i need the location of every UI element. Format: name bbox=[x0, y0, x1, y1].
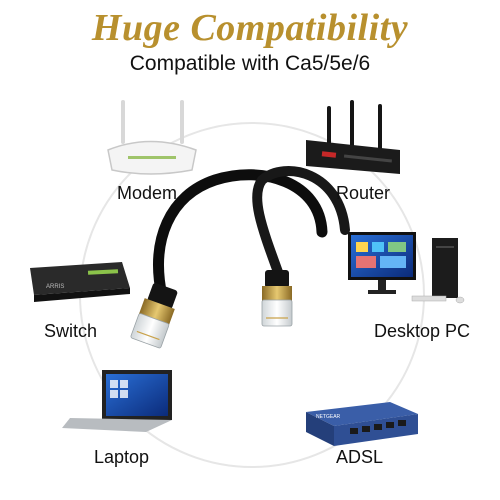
switch-icon: ARRIS bbox=[30, 262, 130, 302]
label-modem: Modem bbox=[117, 183, 178, 203]
label-laptop: Laptop bbox=[94, 447, 150, 467]
router-icon bbox=[306, 100, 400, 174]
rj45-connector-left bbox=[130, 283, 178, 349]
laptop-icon bbox=[62, 370, 172, 432]
rj45-connector-right bbox=[261, 270, 293, 327]
adsl-icon: NETGEAR bbox=[306, 402, 418, 446]
adsl-brand-label: NETGEAR bbox=[316, 414, 341, 420]
desktop-pc-icon bbox=[348, 232, 465, 304]
page-subtitle: Compatible with Ca5/5e/6 bbox=[129, 52, 371, 75]
label-desktop-pc: Desktop PC bbox=[374, 321, 471, 341]
switch-brand-label: ARRIS bbox=[46, 284, 64, 290]
label-switch: Switch bbox=[44, 321, 98, 341]
page-title: Huge Compatibility bbox=[91, 7, 409, 49]
ethernet-cable bbox=[153, 166, 350, 302]
label-router: Router bbox=[336, 183, 391, 203]
modem-icon bbox=[107, 100, 197, 175]
label-adsl: ADSL bbox=[336, 447, 384, 467]
